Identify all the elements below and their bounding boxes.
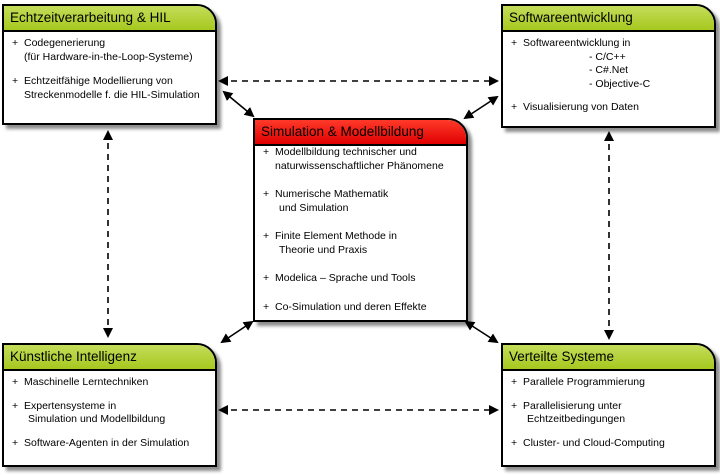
list-item: Echtzeitfähige Modellierung von Strecken…: [10, 75, 211, 102]
item-line: Numerische Mathematik: [275, 188, 389, 200]
item-line: Maschinelle Lerntechniken: [24, 376, 149, 388]
sublist-item: - C#.Net: [589, 64, 629, 76]
box-title: Simulation & Modellbildung: [255, 120, 466, 146]
item-line: Visualisierung von Daten: [523, 101, 639, 113]
list-item: Co-Simulation und deren Effekte: [261, 301, 462, 315]
box-title: Softwareentwicklung: [503, 6, 714, 32]
item-list: Modellbildung technischer und naturwisse…: [261, 146, 462, 314]
item-line: Software-Agenten in der Simulation: [24, 436, 190, 449]
list-item: Software-Agenten in der Simulation: [10, 437, 211, 451]
list-item: Cluster- und Cloud-Computing: [509, 437, 710, 451]
list-item: Modellbildung technischer und naturwisse…: [261, 146, 462, 173]
list-item: Expertensysteme in Simulation und Modell…: [10, 400, 211, 427]
list-item: Numerische Mathematik und Simulation: [261, 188, 462, 215]
box-title: Echtzeitverarbeitung & HIL: [4, 6, 215, 32]
list-item: Finite Element Methode in Theorie und Pr…: [261, 230, 462, 257]
item-line: Finite Element Methode in: [275, 230, 397, 242]
item-line: Modelica – Sprache und Tools: [275, 272, 416, 284]
solid-connector-realtime-simulation: [222, 90, 255, 118]
item-line: Cluster- und Cloud-Computing: [523, 436, 665, 449]
sublist-item: - Objective-C: [589, 77, 651, 90]
list-item: Maschinelle Lerntechniken: [10, 376, 211, 390]
sublist-item: - C/C++: [589, 50, 626, 63]
item-list: Maschinelle Lerntechniken Expertensystem…: [10, 376, 211, 450]
item-line: Parallele Programmierung: [523, 376, 645, 388]
list-item: Parallele Programmierung: [509, 376, 710, 390]
item-line: Softwareentwicklung in: [523, 37, 631, 49]
box-verteilte-systeme: Verteilte Systeme Parallele Programmieru…: [501, 343, 716, 467]
item-line: Streckenmodelle f. die HIL-Simulation: [24, 88, 200, 101]
list-item: Parallelisierung unter Echtzeitbedingung…: [509, 400, 710, 427]
item-list: Softwareentwicklung in - C/C++ - C#.Net …: [509, 37, 710, 115]
box-title: Verteilte Systeme: [503, 345, 714, 371]
box-title: Künstliche Intelligenz: [4, 345, 215, 371]
box-softwareentwicklung: Softwareentwicklung Softwareentwicklung …: [501, 4, 716, 128]
item-line: Expertensysteme in: [24, 399, 117, 412]
solid-connector-software-simulation: [463, 95, 499, 120]
box-simulation-modellbildung: Simulation & Modellbildung Modellbildung…: [253, 118, 468, 322]
solid-connector-ai-simulation: [220, 320, 254, 344]
solid-connector-distributed-simulation: [464, 320, 499, 344]
item-line: Co-Simulation und deren Effekte: [275, 300, 427, 313]
item-line: naturwissenschaftlicher Phänomene: [275, 159, 444, 172]
box-kuenstliche-intelligenz: Künstliche Intelligenz Maschinelle Lernt…: [2, 343, 217, 467]
item-line: (für Hardware-in-the-Loop-Systeme): [24, 50, 193, 63]
item-list: Parallele Programmierung Parallelisierun…: [509, 376, 710, 450]
item-line: Echtzeitbedingungen: [527, 413, 626, 425]
item-line: Codegenerierung: [24, 37, 106, 49]
item-line: Echtzeitfähige Modellierung von: [24, 75, 173, 87]
item-list: Codegenerierung (für Hardware-in-the-Loo…: [10, 37, 211, 102]
item-line: und Simulation: [279, 201, 349, 214]
list-item: Softwareentwicklung in - C/C++ - C#.Net …: [509, 37, 710, 91]
list-item: Visualisierung von Daten: [509, 101, 710, 115]
box-realtime-hil: Echtzeitverarbeitung & HIL Codegenerieru…: [2, 4, 217, 125]
item-line: Theorie und Praxis: [279, 243, 368, 256]
list-item: Codegenerierung (für Hardware-in-the-Loo…: [10, 37, 211, 64]
item-line: Simulation und Modellbildung: [28, 413, 166, 425]
item-line: Modellbildung technischer und: [275, 146, 417, 158]
item-line: Parallelisierung unter: [523, 399, 622, 412]
list-item: Modelica – Sprache und Tools: [261, 272, 462, 286]
